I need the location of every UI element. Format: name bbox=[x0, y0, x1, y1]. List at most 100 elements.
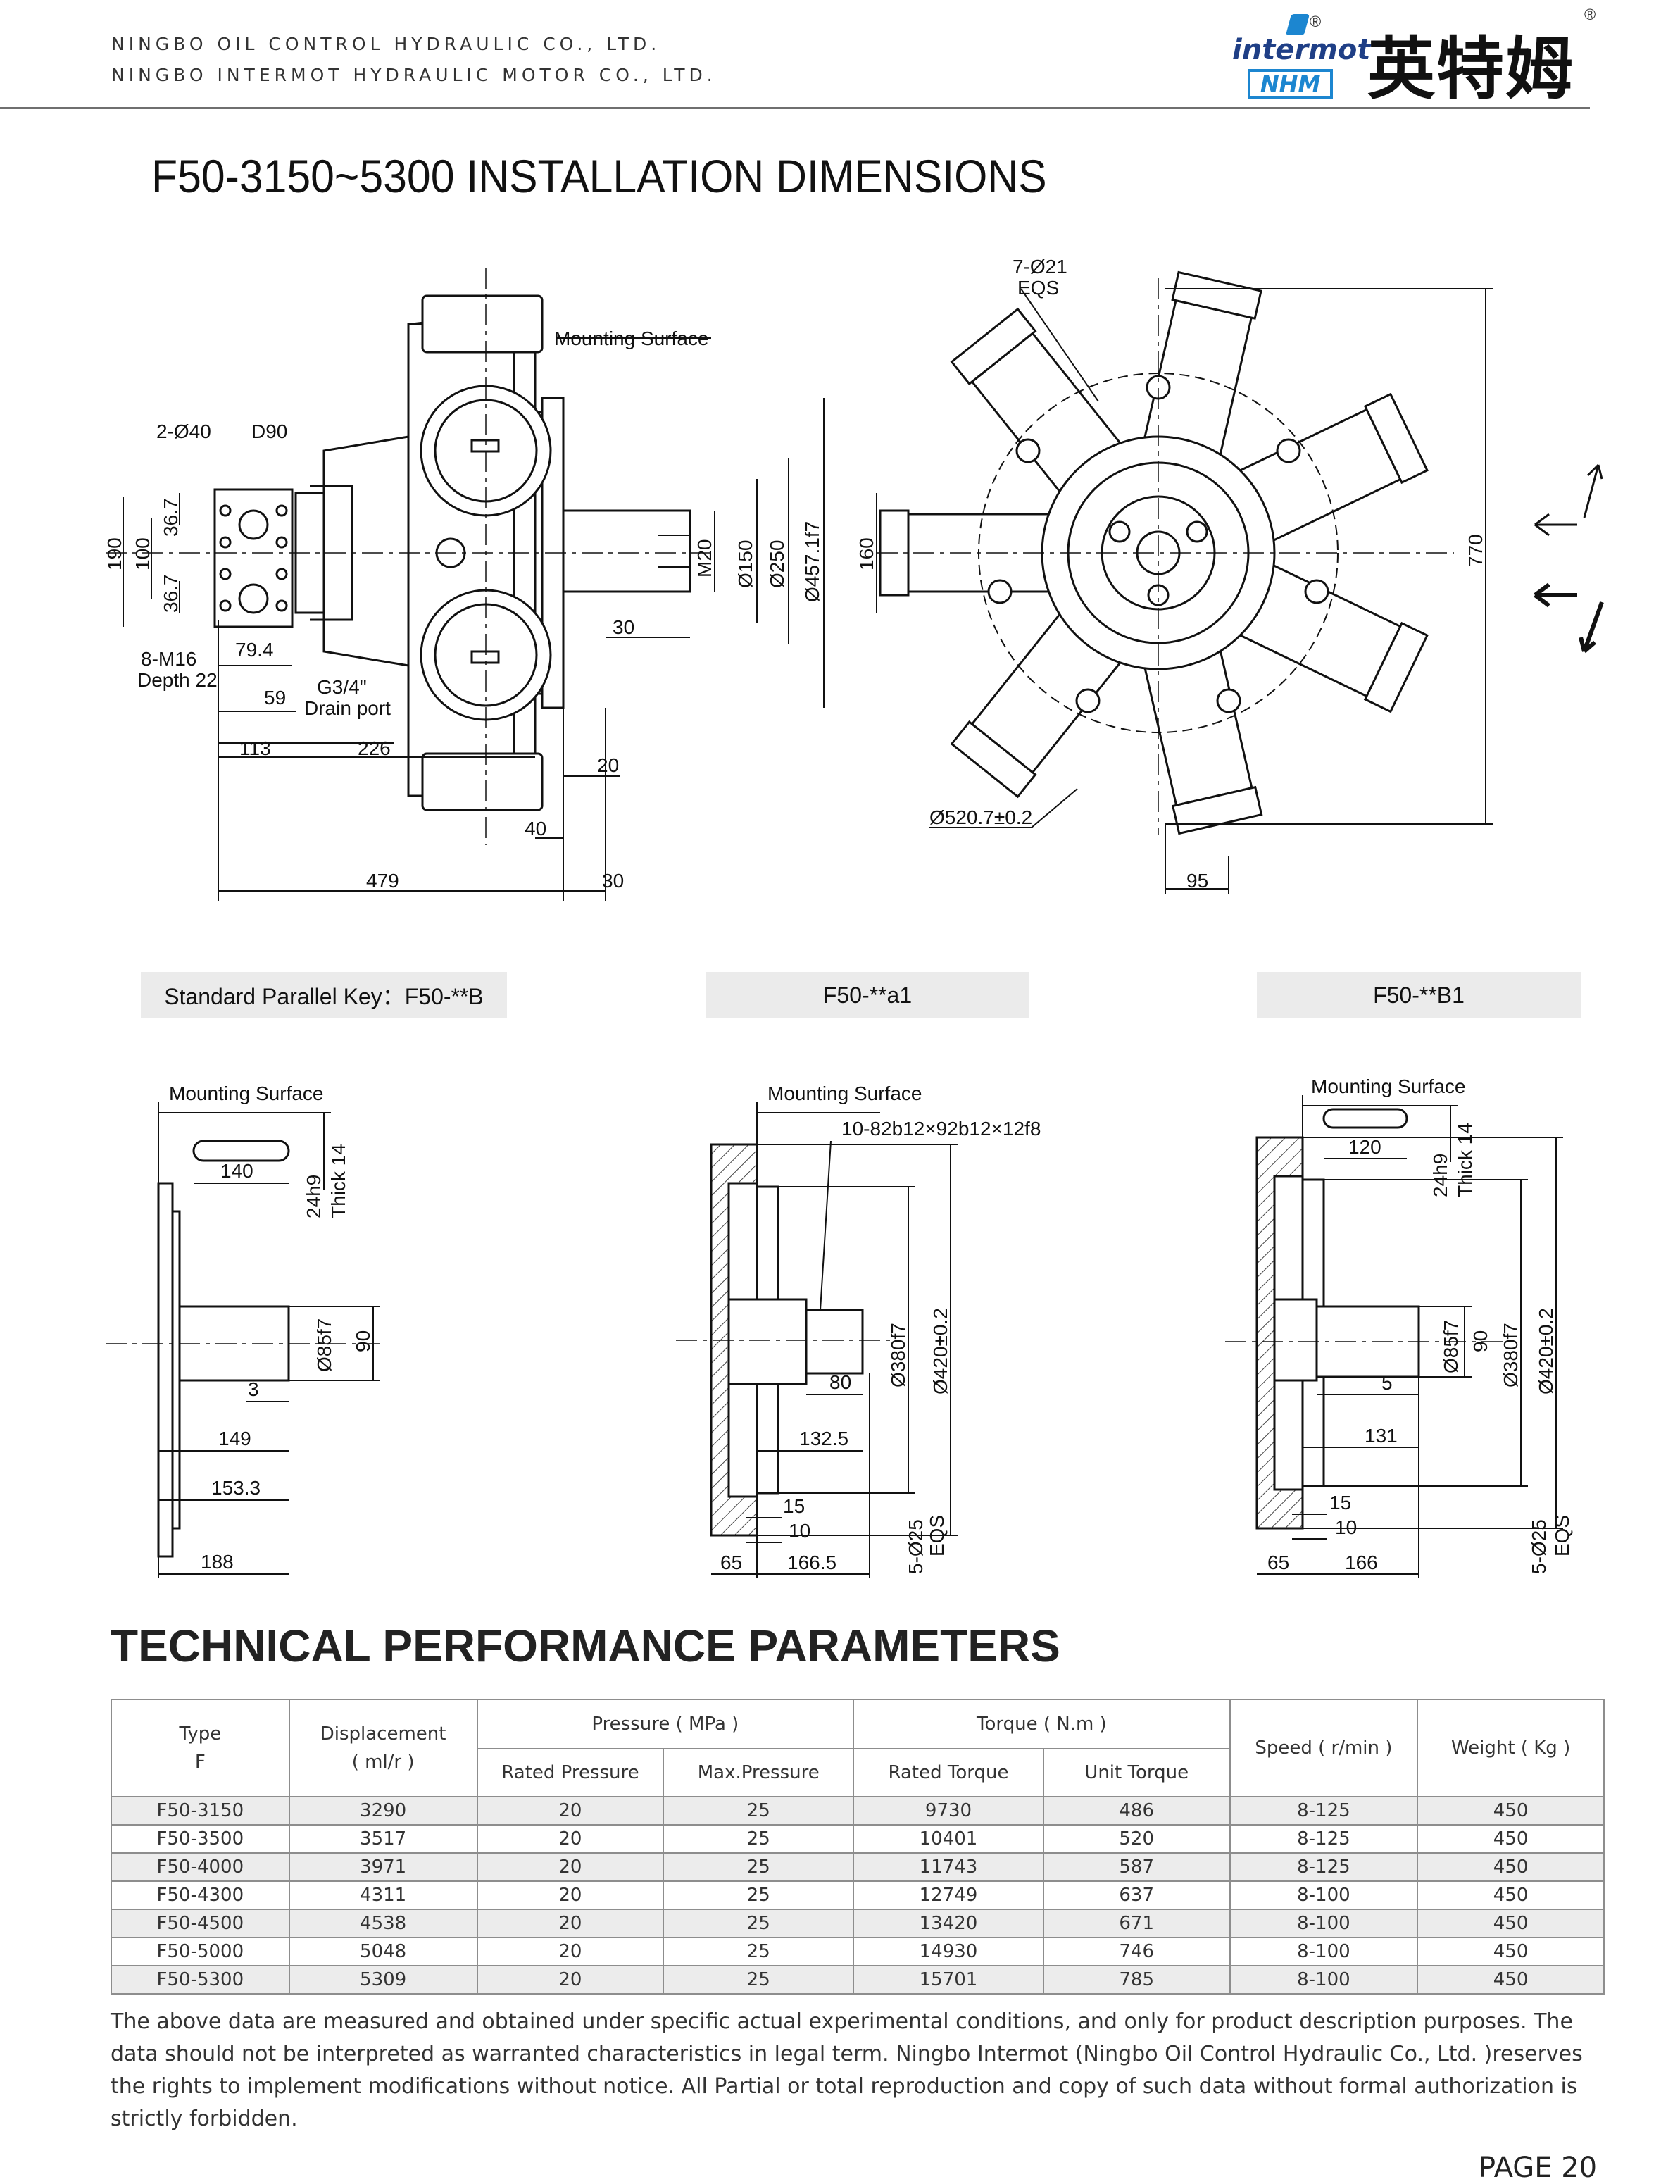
c-dim-90: 90 bbox=[1469, 1330, 1491, 1352]
dim-g34: G3/4" bbox=[317, 676, 367, 698]
main-drawing: Mounting Surface 2-Ø40 D90 8-M16 Depth 2… bbox=[104, 256, 1604, 901]
disclaimer-text: The above data are measured and obtained… bbox=[111, 2009, 1583, 2131]
b-dim-65: 65 bbox=[720, 1552, 742, 1573]
b-dim-166-5: 166.5 bbox=[787, 1552, 836, 1573]
dim-30-flange: 30 bbox=[602, 870, 624, 892]
b-spline: 10-82b12×92b12×12f8 bbox=[841, 1118, 1041, 1140]
mounting-surface-label: Mounting Surface bbox=[554, 327, 708, 349]
c-dim-5: 5 bbox=[1381, 1372, 1393, 1394]
dim-o150: Ø150 bbox=[734, 540, 756, 589]
dim-36-7-bottom: 36.7 bbox=[160, 575, 182, 613]
label-f50-a1: F50-**a1 bbox=[706, 972, 1029, 1018]
intermot-logo: ® intermot NHM bbox=[1232, 13, 1373, 99]
c-mounting-surface: Mounting Surface bbox=[1311, 1075, 1465, 1097]
header-type: Type F bbox=[111, 1699, 290, 1797]
c-dim-166: 166 bbox=[1345, 1552, 1378, 1573]
c-dim-65: 65 bbox=[1267, 1552, 1289, 1573]
dim-o520: Ø520.7±0.2 bbox=[929, 806, 1032, 828]
header-divider bbox=[0, 107, 1590, 109]
header-speed: Speed ( r/min ) bbox=[1229, 1699, 1419, 1797]
a-dim-3: 3 bbox=[248, 1378, 259, 1400]
a-dim-140: 140 bbox=[220, 1160, 253, 1182]
dim-190: 190 bbox=[104, 537, 125, 570]
b-mounting-surface: Mounting Surface bbox=[767, 1082, 922, 1104]
dim-depth-22: Depth 22 bbox=[137, 669, 218, 691]
dim-95: 95 bbox=[1186, 870, 1208, 892]
label-f50-b1: F50-**B1 bbox=[1257, 972, 1581, 1018]
header-rated-pressure: Rated Pressure bbox=[476, 1748, 665, 1797]
c-dim-holes: 5-Ø25 bbox=[1528, 1519, 1550, 1574]
company-name-2: NINGBO INTERMOT HYDRAULIC MOTOR CO., LTD… bbox=[111, 65, 717, 85]
c-dim-thick-14: Thick 14 bbox=[1454, 1123, 1476, 1197]
company-name-1: NINGBO OIL CONTROL HYDRAULIC CO., LTD. bbox=[111, 34, 661, 54]
dim-30-shaft: 30 bbox=[613, 616, 634, 638]
dim-160: 160 bbox=[855, 537, 877, 570]
dim-o457: Ø457.1f7 bbox=[801, 521, 823, 602]
dim-m20: M20 bbox=[694, 539, 715, 578]
b-dim-10: 10 bbox=[789, 1520, 810, 1542]
dim-59: 59 bbox=[264, 687, 286, 709]
a-dim-153: 153.3 bbox=[211, 1477, 261, 1499]
variant-drawings: Mounting Surface 140 24h9 Thick 14 Ø85f7… bbox=[106, 1075, 1573, 1578]
c-dim-o380: Ø380f7 bbox=[1500, 1323, 1522, 1387]
dim-o250: Ø250 bbox=[766, 540, 788, 589]
dim-79-4: 79.4 bbox=[235, 639, 274, 661]
dim-479: 479 bbox=[366, 870, 399, 892]
b-dim-eqs: EQS bbox=[926, 1515, 948, 1556]
front-view bbox=[877, 270, 1454, 835]
header-weight: Weight ( Kg ) bbox=[1417, 1699, 1605, 1797]
c-dim-15: 15 bbox=[1329, 1492, 1351, 1514]
b-dim-holes: 5-Ø25 bbox=[905, 1519, 927, 1574]
page-title: F50-3150~5300 INSTALLATION DIMENSIONS bbox=[151, 150, 1047, 202]
dim-770: 770 bbox=[1465, 534, 1486, 567]
header-pressure: Pressure ( MPa ) bbox=[476, 1699, 855, 1749]
page-number: PAGE 20 bbox=[1479, 2152, 1598, 2184]
dim-d90: D90 bbox=[251, 420, 287, 442]
c-dim-131: 131 bbox=[1365, 1425, 1398, 1447]
logo-word: intermot bbox=[1232, 34, 1371, 66]
c-dim-o420: Ø420±0.2 bbox=[1535, 1308, 1557, 1394]
b-dim-o380: Ø380f7 bbox=[887, 1323, 909, 1387]
brand-registered-mark: ® bbox=[1584, 6, 1596, 23]
dim-100: 100 bbox=[132, 537, 153, 570]
dim-8-m16: 8-M16 bbox=[141, 648, 196, 670]
header-displacement: Displacement ( ml/r ) bbox=[288, 1699, 478, 1797]
label-standard-key: Standard Parallel Key：F50-**B bbox=[141, 972, 507, 1018]
c-dim-eqs: EQS bbox=[1551, 1515, 1573, 1556]
c-dim-120: 120 bbox=[1348, 1136, 1381, 1158]
b-dim-80: 80 bbox=[829, 1371, 851, 1393]
logo-registered-mark: ® bbox=[1310, 13, 1322, 30]
header-rated-torque: Rated Torque bbox=[853, 1748, 1044, 1797]
a-dim-thick-14: Thick 14 bbox=[327, 1144, 349, 1218]
dim-eqs-front: EQS bbox=[1017, 277, 1059, 299]
a-dim-149: 149 bbox=[218, 1428, 251, 1449]
params-title: TECHNICAL PERFORMANCE PARAMETERS bbox=[111, 1621, 1060, 1671]
c-dim-24h9: 24h9 bbox=[1429, 1154, 1451, 1197]
params-table: Type F Displacement ( ml/r ) Pressure ( … bbox=[111, 1699, 1605, 1995]
logo-badge: NHM bbox=[1248, 69, 1334, 99]
a-mounting-surface: Mounting Surface bbox=[169, 1082, 323, 1104]
dim-2-o40: 2-Ø40 bbox=[156, 420, 211, 442]
c-dim-o85: Ø85f7 bbox=[1440, 1320, 1462, 1373]
a-dim-90: 90 bbox=[352, 1330, 374, 1352]
dim-drain-port: Drain port bbox=[304, 697, 391, 719]
rotation-arrows-icon bbox=[1534, 463, 1604, 654]
dim-7-o21: 7-Ø21 bbox=[1013, 256, 1067, 277]
a-dim-24h9: 24h9 bbox=[303, 1175, 325, 1218]
b-dim-15: 15 bbox=[783, 1495, 805, 1517]
header-unit-torque: Unit Torque bbox=[1042, 1748, 1231, 1797]
dim-226: 226 bbox=[358, 737, 391, 759]
dim-36-7-top: 36.7 bbox=[160, 499, 182, 537]
b-dim-132-5: 132.5 bbox=[799, 1428, 848, 1449]
b-dim-o420: Ø420±0.2 bbox=[929, 1308, 951, 1394]
header-max-pressure: Max.Pressure bbox=[663, 1748, 855, 1797]
a-dim-188: 188 bbox=[201, 1551, 234, 1573]
dim-20: 20 bbox=[597, 754, 619, 776]
